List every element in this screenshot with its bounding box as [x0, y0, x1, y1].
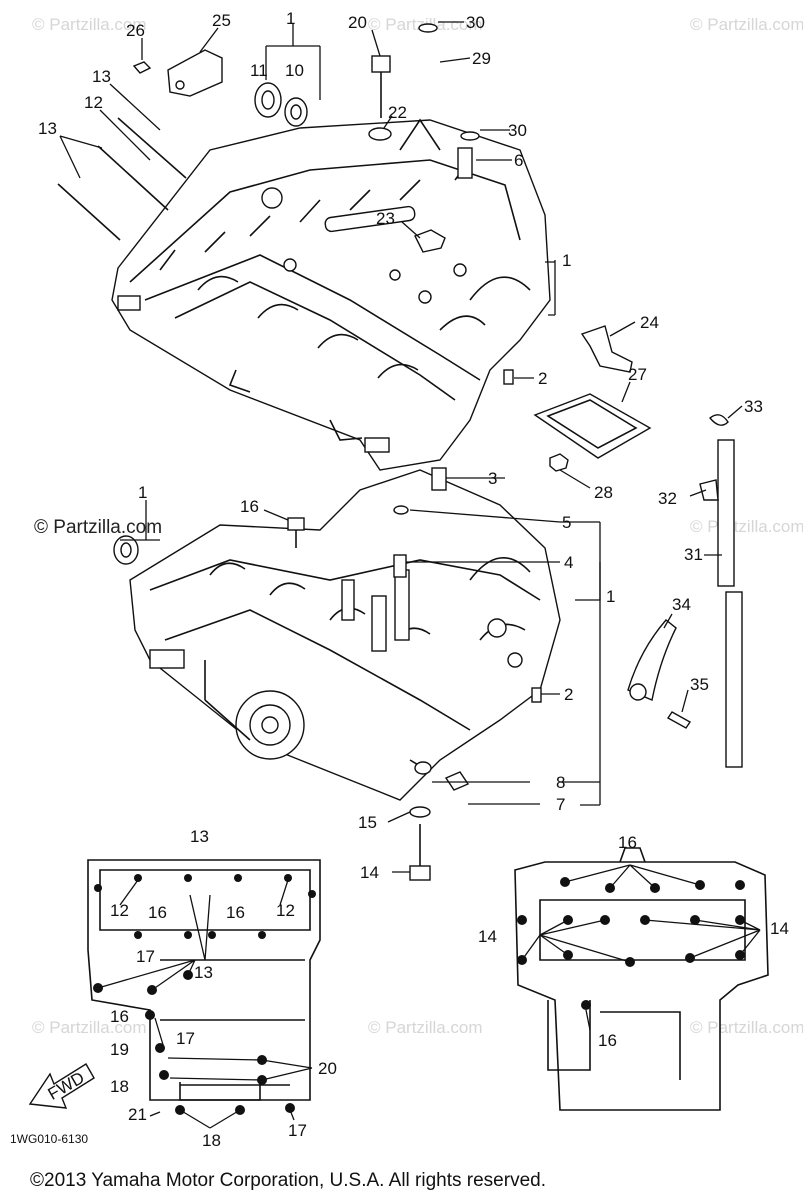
callout-12-inset-right: 12	[276, 901, 295, 920]
callout-6: 6	[514, 151, 523, 170]
callout-17-inset-c: 17	[288, 1121, 307, 1140]
callout-27: 27	[628, 365, 647, 384]
callout-12-inset-left: 12	[110, 901, 129, 920]
callout-1-lower-right: 1	[606, 587, 615, 606]
callout-29: 29	[472, 49, 491, 68]
callout-31: 31	[684, 545, 703, 564]
fwd-arrow-label: FWD	[45, 1068, 88, 1104]
watermark-top-right: © Partzilla.com	[690, 15, 803, 34]
callout-16-inset-right-bottom: 16	[598, 1031, 617, 1050]
watermark-bottom-left: © Partzilla.com	[32, 1018, 147, 1037]
lower-crankcase	[129, 469, 561, 801]
watermark-bottom-center: © Partzilla.com	[368, 1018, 483, 1037]
callout-24: 24	[640, 313, 659, 332]
copyright-notice: ©2013 Yamaha Motor Corporation, U.S.A. A…	[30, 1170, 546, 1191]
callout-17-inset-a: 17	[136, 947, 155, 966]
bolt-diagram-right	[514, 847, 769, 1111]
watermark-bottom-right: © Partzilla.com	[690, 1018, 803, 1037]
callout-labels: 26 25 1 11 10 13 12 13 20 22 30 29 30 6 …	[10, 9, 789, 1150]
callout-28: 28	[594, 483, 613, 502]
callout-18-b: 18	[202, 1131, 221, 1150]
watermark-mid-right: © Partzilla.com	[690, 517, 803, 536]
callout-19: 19	[110, 1040, 129, 1059]
callout-30-top: 30	[466, 13, 485, 32]
callout-2-upper: 2	[538, 369, 547, 388]
callout-16-inset-c: 16	[110, 1007, 129, 1026]
callout-35: 35	[690, 675, 709, 694]
callout-13-inset-b: 13	[194, 963, 213, 982]
callout-13-a: 13	[92, 67, 111, 86]
callout-32: 32	[658, 489, 677, 508]
upper-small-parts	[57, 23, 743, 881]
callout-16-mid: 16	[240, 497, 259, 516]
callout-10: 10	[285, 61, 304, 80]
callout-17-inset-b: 17	[176, 1029, 195, 1048]
callout-22: 22	[388, 103, 407, 122]
callout-7: 7	[556, 795, 565, 814]
callout-13-inset: 13	[190, 827, 209, 846]
bolt-diagram-left: FWD	[28, 859, 321, 1129]
callout-5: 5	[562, 513, 571, 532]
callout-14-inset-left: 14	[478, 927, 497, 946]
leader-lines	[59, 21, 743, 873]
callout-8: 8	[556, 773, 565, 792]
callout-1-top: 1	[286, 9, 295, 28]
callout-1-upper: 1	[562, 251, 571, 270]
callout-34: 34	[672, 595, 691, 614]
callout-33: 33	[744, 397, 763, 416]
callout-21: 21	[128, 1105, 147, 1124]
callout-14-inset-right: 14	[770, 919, 789, 938]
watermark-bold: © Partzilla.com	[34, 517, 162, 538]
callout-23: 23	[376, 209, 395, 228]
diagram-code: 1WG010-6130	[10, 1132, 88, 1146]
callout-2-lower: 2	[564, 685, 573, 704]
callout-13-b: 13	[38, 119, 57, 138]
callout-1-lower-left: 1	[138, 483, 147, 502]
callout-4: 4	[564, 553, 573, 572]
callout-14-center: 14	[360, 863, 379, 882]
callout-25: 25	[212, 11, 231, 30]
callout-16-inset-b: 16	[226, 903, 245, 922]
watermark-top-left: © Partzilla.com	[32, 15, 147, 34]
callout-18-a: 18	[110, 1077, 129, 1096]
callout-20: 20	[348, 13, 367, 32]
callout-26: 26	[126, 21, 145, 40]
callout-11: 11	[250, 61, 268, 80]
callout-16-inset-right-top: 16	[618, 833, 637, 852]
callout-15: 15	[358, 813, 377, 832]
callout-20-inset: 20	[318, 1059, 337, 1078]
callout-3: 3	[488, 469, 497, 488]
callout-30-mid: 30	[508, 121, 527, 140]
upper-crankcase	[111, 118, 551, 471]
callout-12: 12	[84, 93, 103, 112]
callout-16-inset-a: 16	[148, 903, 167, 922]
